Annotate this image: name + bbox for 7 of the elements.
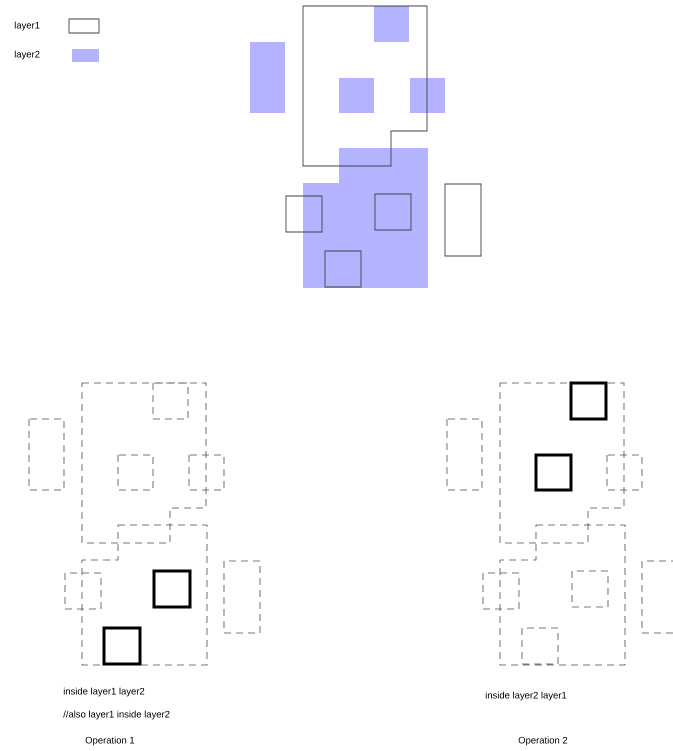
legend-label: layer2 — [14, 50, 40, 60]
note-text: inside layer1 layer2 — [64, 688, 144, 696]
operation-caption: Operation 2 — [518, 736, 568, 746]
operation-caption: Operation 1 — [86, 736, 134, 746]
note-text: //also layer1 inside layer2 — [63, 710, 170, 720]
note-text: inside layer2 layer1 — [486, 692, 566, 700]
legend-label: layer1 — [14, 22, 40, 30]
